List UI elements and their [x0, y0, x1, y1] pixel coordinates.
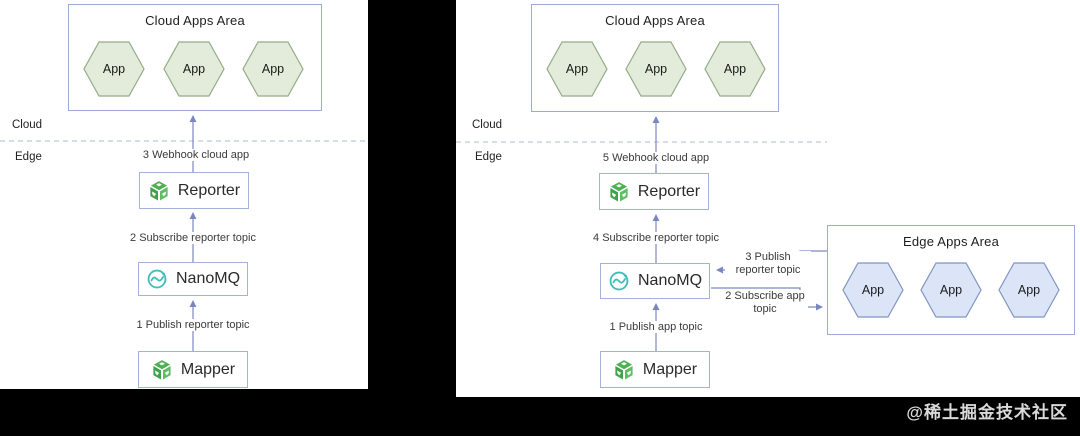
mapper-label: Mapper	[180, 360, 236, 378]
edge-apps-area-title: Edge Apps Area	[902, 234, 1000, 249]
cloud-app-hexagon: App	[625, 41, 687, 97]
cloud-apps-area-title: Cloud Apps Area	[145, 13, 245, 28]
nanomq-node: NanoMQ	[600, 263, 710, 299]
cloud-app-hexagon: App	[242, 41, 304, 97]
flow-label-subscribe-reporter: 4 Subscribe reporter topic	[590, 232, 722, 244]
edge-app-hexagon: App	[920, 262, 982, 318]
green-cube-icon	[608, 181, 630, 203]
nanomq-label: NanoMQ	[175, 270, 241, 287]
cloud-apps-area: Cloud Apps Area App App App	[68, 4, 322, 111]
app-label: App	[1017, 283, 1041, 297]
app-label: App	[644, 62, 668, 76]
app-label: App	[861, 283, 885, 297]
edge-apps-area: Edge Apps Area App App App	[827, 225, 1075, 335]
flow-label-publish-app: 1 Publish app topic	[606, 321, 706, 333]
app-label: App	[723, 62, 747, 76]
teal-wave-circle-icon	[608, 270, 630, 292]
cloud-apps-area: Cloud Apps Area App App App	[531, 4, 779, 112]
flow-label-publish-reporter: 3 Publish reporter topic	[725, 251, 811, 277]
reporter-label: Reporter	[177, 181, 241, 199]
app-label: App	[939, 283, 963, 297]
mapper-node: Mapper	[138, 351, 248, 388]
app-label: App	[182, 62, 206, 76]
green-cube-icon	[613, 359, 635, 381]
right-diagram-panel: Cloud Apps Area App App App Cloud Edge 5…	[456, 0, 1080, 397]
edge-app-hexagon: App	[842, 262, 904, 318]
cloud-app-hexagon: App	[163, 41, 225, 97]
left-diagram-panel: Cloud Apps Area App App App Cloud Edge 3…	[0, 0, 368, 389]
flow-label-webhook: 5 Webhook cloud app	[599, 152, 713, 164]
zone-label-cloud: Cloud	[10, 119, 45, 131]
flow-label-webhook: 3 Webhook cloud app	[139, 149, 253, 161]
cloud-apps-area-title: Cloud Apps Area	[605, 13, 705, 28]
nanomq-node: NanoMQ	[138, 262, 248, 296]
teal-wave-circle-icon	[146, 268, 168, 290]
mapper-node: Mapper	[600, 351, 710, 388]
reporter-node: Reporter	[139, 172, 249, 209]
cloud-app-hexagon: App	[83, 41, 145, 97]
cloud-app-hexagon: App	[546, 41, 608, 97]
zone-label-cloud: Cloud	[470, 119, 505, 131]
juejin-watermark: @稀土掘金技术社区	[906, 403, 1068, 422]
flow-label-publish: 1 Publish reporter topic	[133, 319, 253, 331]
zone-label-edge: Edge	[473, 151, 504, 163]
zone-label-edge: Edge	[13, 151, 44, 163]
green-cube-icon	[151, 359, 173, 381]
cloud-app-hexagon: App	[704, 41, 766, 97]
mapper-label: Mapper	[642, 360, 698, 378]
flow-label-subscribe: 2 Subscribe reporter topic	[127, 232, 259, 244]
app-label: App	[261, 62, 285, 76]
edge-app-hexagon: App	[998, 262, 1060, 318]
green-cube-icon	[148, 180, 170, 202]
reporter-label: Reporter	[637, 182, 701, 200]
reporter-node: Reporter	[599, 173, 709, 210]
nanomq-label: NanoMQ	[637, 272, 703, 289]
app-label: App	[102, 62, 126, 76]
flow-label-subscribe-app: 2 Subscribe app topic	[722, 290, 808, 316]
app-label: App	[565, 62, 589, 76]
